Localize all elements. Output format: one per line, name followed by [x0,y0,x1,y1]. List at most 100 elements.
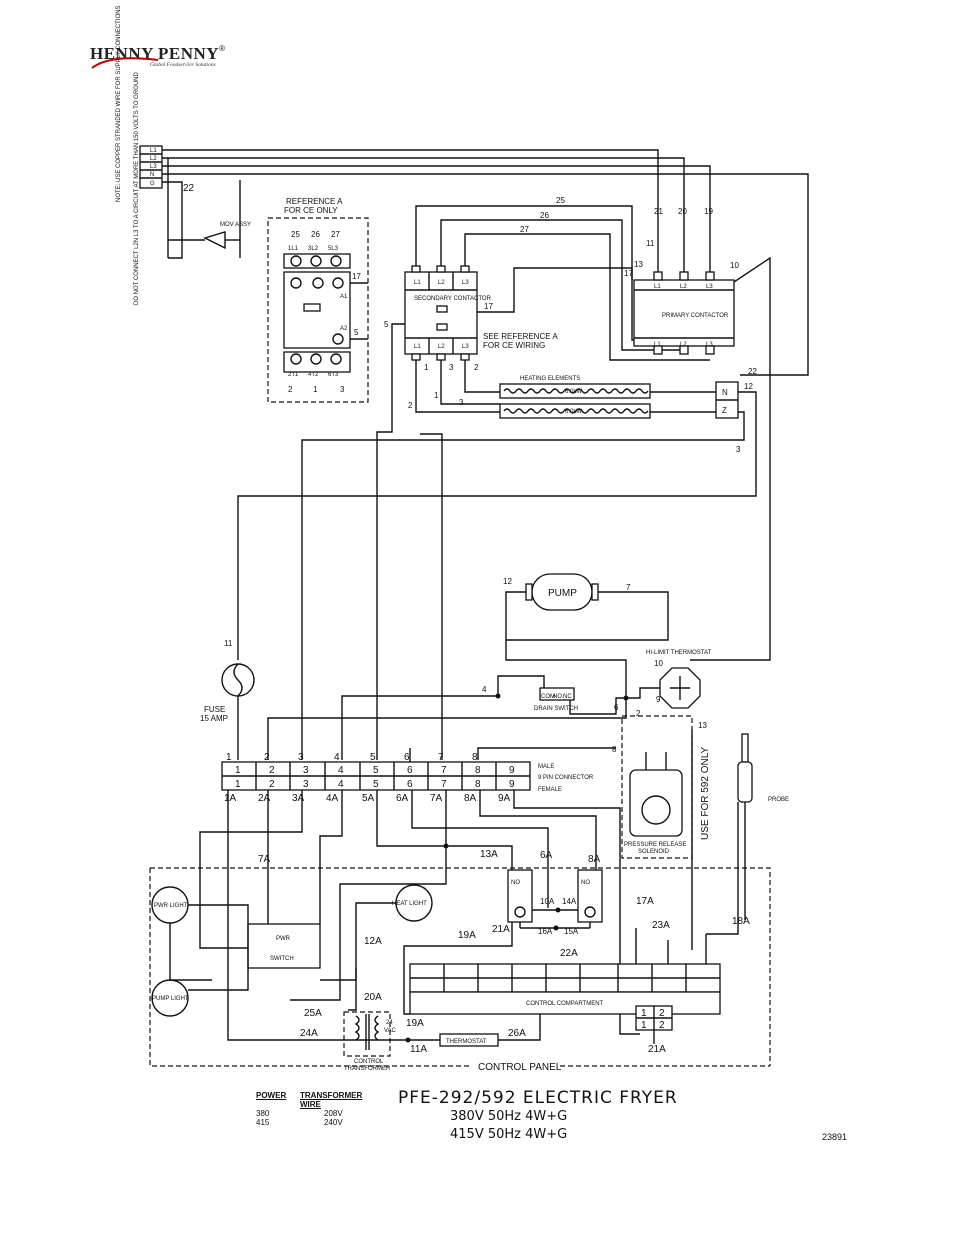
vac-label-1: 24 [386,1020,393,1026]
pwr-switch-label: PWR [276,936,291,942]
wire-1-conn: 1 [226,752,232,763]
wire-22a: 22A [560,948,578,959]
wire-1-elem: 1 [434,391,439,400]
wire-17-sec: 17 [484,302,493,311]
wire-6-conn: 6 [404,752,410,763]
ground-note: DO NOT CONNECT L2N L3 TO A CIRCUIT AT MO… [134,71,140,305]
wire-2a-conn: 2A [258,793,271,804]
voltage-line-1: 380V 50Hz 4W+G [450,1109,568,1124]
connector-pin-male-1: 1 [235,765,241,776]
transformer-header: TRANSFORMER WIRE [300,1091,363,1109]
supply-l3: L3 [150,164,157,170]
wire-20: 20 [678,207,687,216]
ref-num-25: 25 [291,230,300,239]
plug-pin-1a: 1 [641,1008,647,1019]
connector-pin-female-5: 5 [373,779,379,790]
wire-7-conn: 7 [438,752,444,763]
sec-bot-l3: L3 [462,344,469,350]
ref-num-27: 27 [331,230,340,239]
pressure-release-label: PRESSURE RELEASE [624,842,686,848]
ref-term-6t3: 6T3 [328,372,339,378]
ref-term-1l1: 1L1 [288,246,299,252]
wire-4-drain: 4 [482,685,487,694]
wire-3-term: 3 [736,445,741,454]
wire-22-term: 22 [748,367,757,376]
connector-pin-female-1: 1 [235,779,241,790]
relay-2-no: NO [581,880,590,886]
transformer-label-2: TRANSFORMER [344,1066,391,1072]
ref-bottom-3: 3 [340,385,345,394]
ref-bottom-1: 1 [313,385,318,394]
control-panel-boundary [150,867,771,1066]
heat-light-label: HEAT LIGHT [392,901,427,907]
thermostat-label: THERMOSTAT [446,1039,487,1045]
fuse-label: FUSE [204,705,225,714]
henny-penny-logo: HENNY PENNY® Global Foodservice Solution… [90,44,250,70]
voltage-line-2: 415V 50Hz 4W+G [450,1127,568,1142]
female-label: FEMALE [538,787,562,793]
wire-12a: 12A [364,936,382,947]
wire-15a: 15A [564,927,579,936]
wire-1a-conn: 1A [224,793,237,804]
transformer-label-1: CONTROL [354,1059,384,1065]
supply-l1: L1 [150,148,157,154]
sec-top-l2: L2 [438,280,445,286]
supply-l2: L2 [150,156,157,162]
wire-2-drain: 2 [636,709,641,718]
drain-no: NO [553,694,562,700]
wire-8-sol: 8 [612,745,617,754]
wire-25: 25 [556,196,565,205]
wire-2-sec: 2 [474,363,479,372]
sec-bot-l1: L1 [414,344,421,350]
wire-4a-conn: 4A [326,793,339,804]
relay-1-no: NO [511,880,520,886]
wire-3-sec: 3 [449,363,454,372]
connector-pin-male-3: 3 [303,765,309,776]
use-for-592-label: USE FOR 592 ONLY [700,746,711,840]
connector-pin-male-4: 4 [338,765,344,776]
pri-top-l2: L2 [680,284,687,290]
wire-21: 21 [654,207,663,216]
wire-26a: 26A [508,1028,526,1039]
pump-label: PUMP [548,588,577,599]
pump-motor: PUMP [525,573,599,611]
reference-a-subtitle: FOR CE ONLY [284,206,338,215]
element-term-n: N [722,388,728,397]
reference-a-title: REFERENCE A [286,197,343,206]
ref-side-17: 17 [352,272,361,281]
ref-term-2t1: 2T1 [288,372,299,378]
wire-2-elem: 2 [408,401,413,410]
mov-assembly: MOV ASSY [167,158,251,258]
sec-bot-l2: L2 [438,344,445,350]
secondary-contactor: L1 L2 L3 L1 L2 L3 SECONDARY CONTACTOR [404,265,492,361]
wire-7a-panel: 7A [258,854,271,865]
element-1-rating: 6.0kW [565,389,582,395]
wire-13a: 13A [480,849,498,860]
supply-g: G [150,181,155,187]
pri-bot-l2: L2 [680,342,687,348]
control-compartment: CONTROL COMPARTMENT [409,963,721,1015]
temperature-probe: PROBE [737,733,789,920]
wire-10-hilimit: 10 [654,659,663,668]
wire-3-conn: 3 [298,752,304,763]
mov-assy-label: MOV ASSY [220,222,251,228]
connector-pin-female-9: 9 [509,779,515,790]
document-number: 23891 [822,1132,848,1142]
transformer-row-2: 240V [324,1118,343,1127]
power-row-1: 380 [256,1109,270,1118]
wire-11-top: 11 [646,239,655,248]
power-table: POWER TRANSFORMER WIRE 380 208V 415 240V [256,1091,404,1127]
pressure-release-solenoid [629,769,683,837]
drain-switch: COM NO NC DRAIN SWITCH [534,687,578,712]
wire-16a: 16A [538,927,553,936]
connector-pin-male-2: 2 [269,765,275,776]
plug-pin-2b: 2 [659,1020,665,1031]
reference-a-box [267,217,369,403]
wire-10-top: 10 [730,261,739,270]
power-header: POWER [256,1091,287,1100]
brand-tagline: Global Foodservice Solutions [150,62,216,68]
drain-switch-label: DRAIN SWITCH [534,706,578,712]
wire-27: 27 [520,225,529,234]
sec-top-l3: L3 [462,280,469,286]
